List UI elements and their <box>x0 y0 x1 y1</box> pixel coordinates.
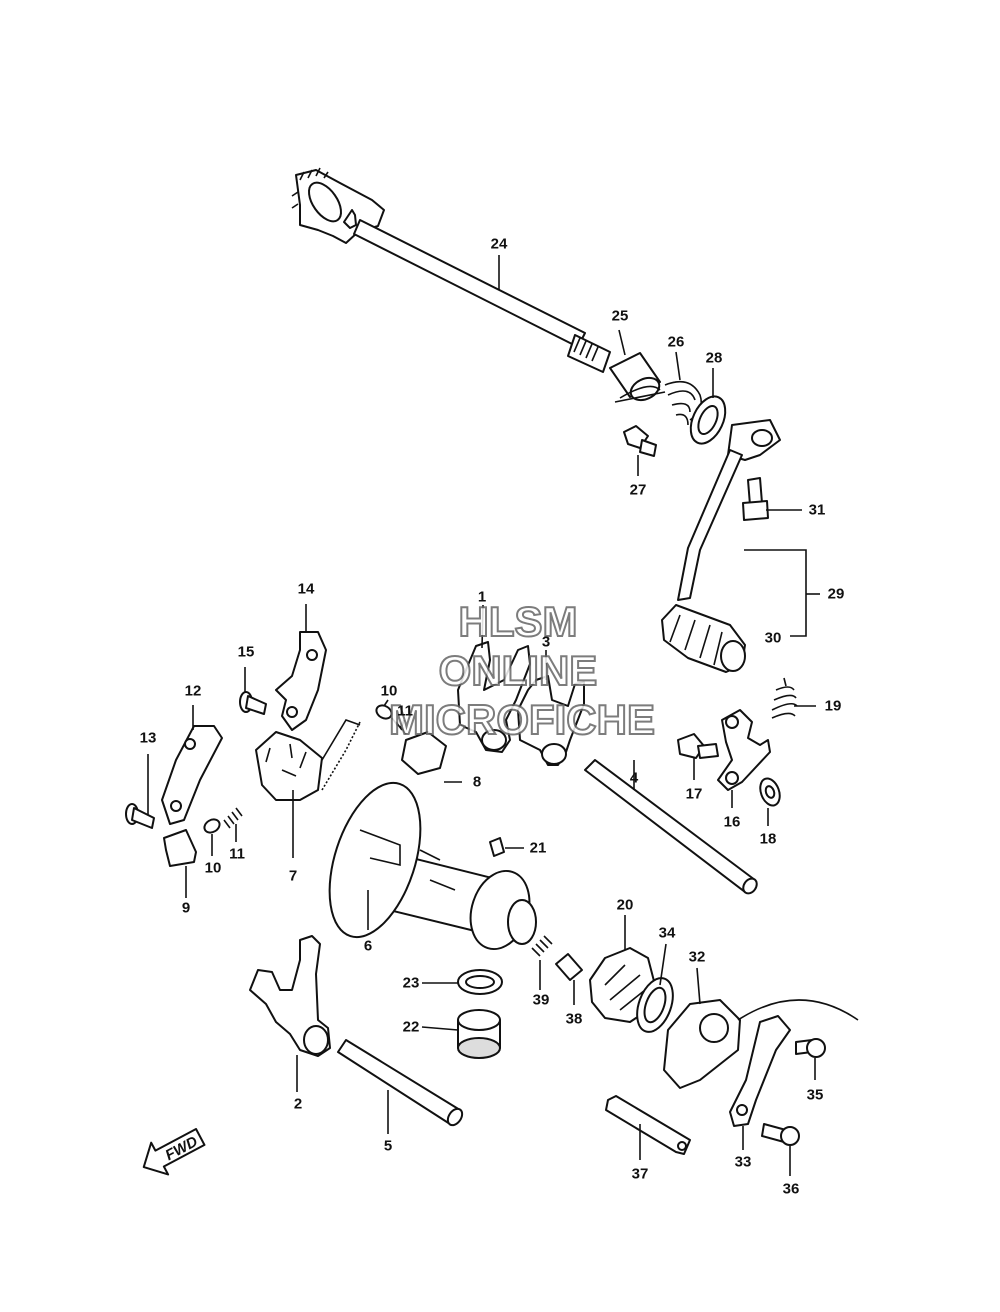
callout-26: 26 <box>668 334 685 351</box>
stopper-9 <box>163 829 197 867</box>
gasket-23 <box>457 969 503 995</box>
shift-cam-7 <box>255 731 323 801</box>
callout-18: 18 <box>760 831 777 848</box>
callout-11-lower: 11 <box>229 846 245 863</box>
callout-27: 27 <box>630 482 647 499</box>
callout-3: 3 <box>542 634 550 651</box>
callout-5: 5 <box>384 1138 392 1155</box>
callout-17: 17 <box>686 786 703 803</box>
callout-14: 14 <box>298 581 315 598</box>
callout-21: 21 <box>530 840 547 857</box>
callout-10-upper: 10 <box>381 683 398 700</box>
callout-1: 1 <box>478 589 486 606</box>
arrow-left-down-icon: FWD <box>142 1128 206 1176</box>
gearshift-lever-29 <box>661 419 781 673</box>
callout-7: 7 <box>289 868 297 885</box>
callout-30: 30 <box>765 630 782 647</box>
callout-12: 12 <box>185 683 202 700</box>
plug-22 <box>457 1009 501 1059</box>
pin-10a <box>203 818 221 834</box>
callout-35: 35 <box>807 1087 824 1104</box>
spring-11b <box>391 717 407 735</box>
callout-labels: 1 2 3 4 5 6 7 8 9 10 10 11 11 12 13 14 1… <box>140 236 845 1198</box>
shift-fork-1 <box>457 641 531 753</box>
watermark-line2: ONLINE <box>439 647 598 694</box>
screw-35 <box>795 1038 826 1058</box>
plate-12 <box>161 725 223 825</box>
watermark: HLSM ONLINE MICROFICHE <box>388 597 656 744</box>
callout-32: 32 <box>689 949 706 966</box>
callout-39: 39 <box>533 992 550 1009</box>
shift-fork-3 <box>517 675 585 766</box>
spring-26 <box>614 380 703 426</box>
watermark-line3: MICROFICHE <box>389 696 655 743</box>
fork-shaft-5 <box>337 1039 464 1127</box>
leader-lines <box>147 255 820 1176</box>
fork-shaft-4 <box>584 759 758 895</box>
callout-25: 25 <box>612 308 629 325</box>
ring-34 <box>636 977 674 1033</box>
callout-19: 19 <box>825 698 842 715</box>
watermark-line1: HLSM <box>459 598 578 645</box>
callout-20: 20 <box>617 897 634 914</box>
bolt-27 <box>623 425 657 457</box>
clamp-37 <box>605 1095 691 1155</box>
screw-36 <box>761 1123 800 1146</box>
callout-38: 38 <box>566 1011 583 1028</box>
callout-8: 8 <box>473 774 481 791</box>
pin-10b <box>375 704 393 720</box>
shift-fork-2 <box>249 935 331 1057</box>
callout-4: 4 <box>630 770 639 787</box>
callout-37: 37 <box>632 1166 649 1183</box>
spring-19 <box>771 677 798 719</box>
screw-13 <box>125 803 155 829</box>
callout-11-upper: 11 <box>397 703 413 720</box>
callout-15: 15 <box>238 644 255 661</box>
spring-11a <box>223 807 243 829</box>
spring-39 <box>531 935 553 957</box>
bolt-17 <box>677 733 719 759</box>
callout-23: 23 <box>403 975 420 992</box>
callout-29: 29 <box>828 586 845 603</box>
washer-18 <box>759 777 781 807</box>
stopper-8 <box>401 731 447 775</box>
callout-36: 36 <box>783 1181 800 1198</box>
oil-seal-28 <box>689 395 727 445</box>
cam-drum-6 <box>328 781 537 951</box>
screw-15 <box>239 691 267 715</box>
plate-14 <box>275 631 327 731</box>
callout-24: 24 <box>491 236 508 253</box>
callout-31: 31 <box>809 502 826 519</box>
callout-16: 16 <box>724 814 741 831</box>
bolt-31 <box>742 477 769 521</box>
callout-9: 9 <box>182 900 190 917</box>
callout-2: 2 <box>294 1096 302 1113</box>
gearshift-shaft <box>291 167 611 373</box>
callout-13: 13 <box>140 730 157 747</box>
gear-position-switch-32 <box>663 999 859 1089</box>
pin-38 <box>555 953 583 981</box>
callout-10-lower: 10 <box>205 860 222 877</box>
pin-21 <box>489 837 505 857</box>
callout-28: 28 <box>706 350 723 367</box>
callout-33: 33 <box>735 1154 752 1171</box>
collar-25 <box>609 352 661 402</box>
stopper-arm-16 <box>717 709 771 791</box>
callout-6: 6 <box>364 938 372 955</box>
callout-22: 22 <box>403 1019 420 1036</box>
bracket-33 <box>729 1015 791 1127</box>
callout-34: 34 <box>659 925 676 942</box>
